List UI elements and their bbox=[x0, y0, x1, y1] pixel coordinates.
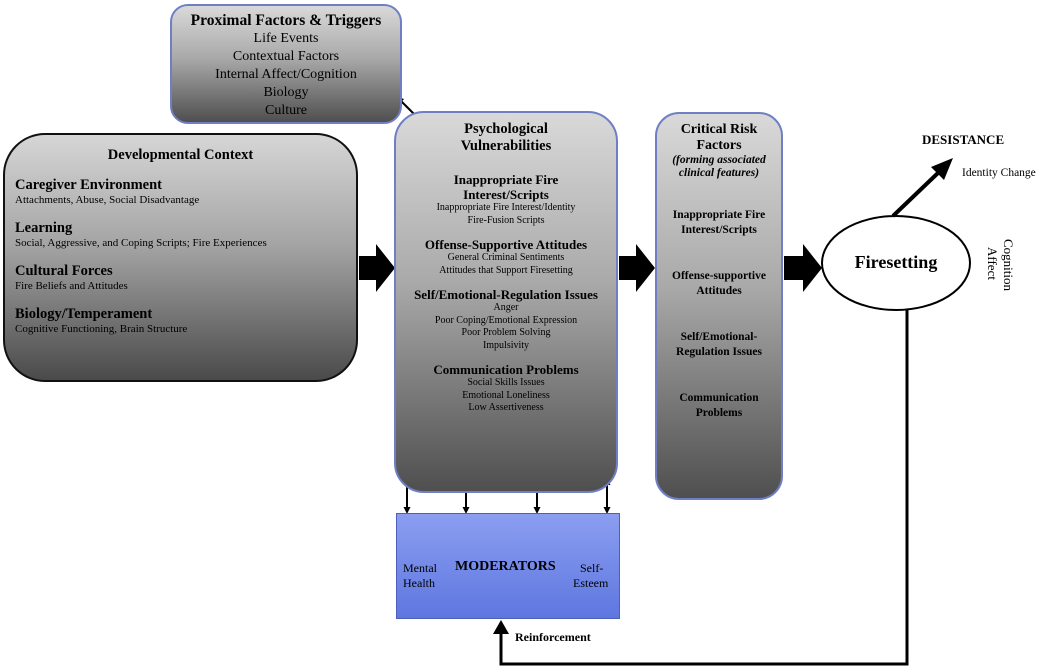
firesetting-label: Firesetting bbox=[854, 252, 938, 272]
psych-attitudes-item-1: General Criminal Sentiments bbox=[447, 252, 565, 263]
dev-cultural-title: Cultural Forces bbox=[15, 263, 113, 279]
critical-item-regulation-1: Self/Emotional- bbox=[680, 331, 758, 343]
dev-learning-title: Learning bbox=[15, 220, 73, 236]
moderators-self-line-1: Self- bbox=[580, 561, 604, 575]
desistance-label: DESISTANCE bbox=[922, 132, 1005, 147]
critical-item-communication-2: Problems bbox=[695, 407, 743, 419]
dev-cultural-text: Fire Beliefs and Attitudes bbox=[15, 280, 128, 292]
reinforcement-label: Reinforcement bbox=[515, 630, 591, 644]
desistance-arrow-line bbox=[891, 170, 941, 218]
psych-attitudes-title: Offense-Supportive Attitudes bbox=[424, 237, 588, 252]
critical-item-communication-1: Communication bbox=[679, 392, 759, 404]
critical-item-attitudes-2: Attitudes bbox=[696, 285, 742, 297]
critical-subtitle-line-1: (forming associated bbox=[672, 154, 766, 166]
critical-title-line-1: Critical Risk bbox=[680, 122, 758, 137]
psych-fire-interest-item-1: Inappropriate Fire Interest/Identity bbox=[436, 202, 576, 213]
dev-learning-text: Social, Aggressive, and Coping Scripts; … bbox=[15, 237, 267, 249]
critical-item-fire-2: Interest/Scripts bbox=[681, 224, 757, 236]
moderators-box: Mental Health MODERATORS Self- Esteem bbox=[396, 513, 620, 619]
firesetting-ellipse bbox=[821, 215, 971, 311]
developmental-title: Developmental Context bbox=[107, 147, 254, 163]
psych-to-critical-arrow bbox=[619, 244, 655, 292]
proximal-item-culture: Culture bbox=[265, 103, 307, 118]
psych-communication-title: Communication Problems bbox=[433, 362, 579, 377]
psych-title-line-2: Vulnerabilities bbox=[460, 138, 552, 154]
psych-regulation-title: Self/Emotional-Regulation Issues bbox=[414, 287, 598, 302]
psych-communication-item-2: Emotional Loneliness bbox=[462, 389, 550, 401]
psychological-vulnerabilities-box: Psychological Vulnerabilities Inappropri… bbox=[394, 111, 618, 493]
moderators-title: MODERATORS bbox=[455, 559, 556, 574]
psych-fire-interest-title-1: Inappropriate Fire bbox=[453, 172, 559, 187]
critical-item-fire-1: Inappropriate Fire bbox=[672, 209, 766, 221]
dev-to-psych-arrow bbox=[359, 244, 395, 292]
psych-communication-item-3: Low Assertiveness bbox=[468, 402, 544, 413]
desistance-arrowhead bbox=[931, 158, 953, 180]
critical-subtitle-line-2: clinical features) bbox=[678, 167, 760, 179]
proximal-title: Proximal Factors & Triggers bbox=[190, 12, 382, 29]
psych-title-line-1: Psychological bbox=[464, 121, 548, 137]
psych-regulation-item-3: Poor Problem Solving bbox=[461, 327, 551, 338]
moderators-self-line-2: Esteem bbox=[573, 576, 609, 590]
critical-item-attitudes-1: Offense-supportive bbox=[672, 270, 766, 282]
proximal-item-life-events: Life Events bbox=[253, 31, 319, 46]
psych-fire-interest-item-2: Fire-Fusion Scripts bbox=[467, 214, 545, 226]
psych-attitudes-item-2: Attitudes that Support Firesetting bbox=[439, 264, 573, 276]
moderators-mental-line-2: Health bbox=[403, 576, 435, 590]
reinforcement-loop bbox=[499, 310, 909, 666]
psych-communication-item-1: Social Skills Issues bbox=[467, 377, 545, 388]
psych-regulation-item-1: Anger bbox=[493, 302, 519, 313]
proximal-item-contextual: Contextual Factors bbox=[232, 49, 340, 64]
affect-label: Affect bbox=[985, 247, 1000, 280]
moderators-mental-line-1: Mental bbox=[403, 561, 437, 575]
proximal-item-internal: Internal Affect/Cognition bbox=[215, 67, 357, 82]
critical-item-regulation-2: Regulation Issues bbox=[676, 346, 762, 358]
critical-risk-factors-box: Critical Risk Factors (forming associate… bbox=[655, 112, 783, 500]
dev-biology-text: Cognitive Functioning, Brain Structure bbox=[15, 323, 188, 335]
critical-to-firesetting-arrow bbox=[784, 244, 822, 292]
identity-change-label: Identity Change bbox=[962, 167, 1036, 179]
dev-caregiver-title: Caregiver Environment bbox=[15, 177, 163, 193]
reinforcement-arrowhead bbox=[493, 620, 509, 634]
developmental-context-box: Developmental Context Caregiver Environm… bbox=[3, 133, 358, 382]
psych-regulation-item-4: Impulsivity bbox=[482, 339, 530, 351]
psych-fire-interest-title-2: Interest/Scripts bbox=[463, 187, 549, 202]
proximal-factors-box: Proximal Factors & Triggers Life Events … bbox=[170, 4, 402, 124]
critical-title-line-2: Factors bbox=[696, 138, 742, 153]
cognition-label: Cognition bbox=[1001, 239, 1016, 292]
psych-regulation-item-2: Poor Coping/Emotional Expression bbox=[434, 314, 578, 326]
dev-biology-title: Biology/Temperament bbox=[15, 306, 153, 322]
proximal-item-biology: Biology bbox=[263, 85, 309, 100]
dev-caregiver-text: Attachments, Abuse, Social Disadvantage bbox=[15, 194, 200, 206]
